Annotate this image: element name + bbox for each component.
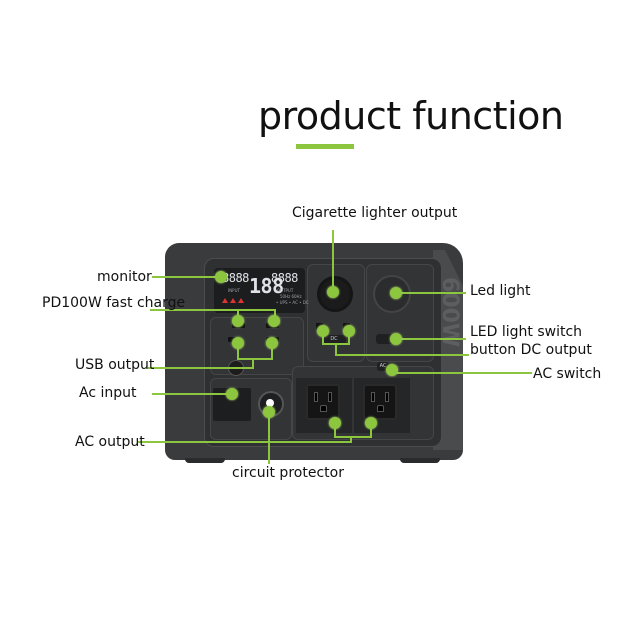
warning-icon [238, 298, 244, 303]
label-circuit-protector: circuit protector [232, 465, 344, 481]
callout-line-circuit-protector [268, 410, 270, 464]
callout-line-cigarette [332, 230, 334, 290]
callout-line-ac-output [334, 436, 372, 438]
callout-dot-ac-switch [386, 364, 398, 376]
dc-switch-button: DC [322, 335, 346, 344]
outlet-ground [320, 405, 327, 412]
led-switch-button [376, 334, 398, 344]
label-pd100w: PD100W fast charge [42, 295, 186, 311]
callout-line-ac-input [152, 393, 230, 395]
input-digits: 8888 [222, 271, 249, 285]
callout-dot-ac-input [226, 388, 238, 400]
callout-line-ac-output [350, 436, 352, 443]
callout-dot-led-switch [390, 333, 402, 345]
label-monitor: monitor [97, 269, 152, 285]
callout-line-ac-output [334, 423, 336, 437]
page-title: product function [258, 94, 564, 138]
callout-dot-pd100w [268, 315, 280, 327]
lcd-display [214, 268, 305, 313]
callout-line-usb [148, 367, 252, 369]
callout-dot-dc-output [317, 325, 329, 337]
label-ac-output: AC output [75, 434, 145, 450]
callout-line-pd100w [150, 309, 258, 311]
callout-dot-ac-output [329, 417, 341, 429]
callout-dot-monitor [215, 271, 227, 283]
outlet-ground [377, 405, 384, 412]
mode-labels: • UPS • AC • DC [276, 300, 309, 305]
ac-outlet [306, 384, 340, 420]
outlet-slot [314, 392, 318, 402]
callout-dot-dc-output [343, 325, 355, 337]
battery-percent-digits: 188 [249, 274, 284, 298]
input-label: INPUT [228, 288, 240, 293]
callout-line-dc-output [322, 330, 324, 344]
device-foot [185, 458, 225, 463]
callout-line-dc-output [335, 354, 469, 356]
usb-subpanel [210, 317, 304, 375]
title-underline [296, 144, 354, 149]
label-led-switch: LED light switch [470, 324, 583, 340]
label-ac-input: Ac input [79, 385, 137, 401]
callout-line-usb [252, 358, 254, 369]
callout-dot-led-light [390, 287, 402, 299]
callout-line-led-light [396, 292, 466, 294]
callout-line-usb [237, 342, 239, 360]
outlet-slot [371, 392, 375, 402]
callout-dot-cigarette [327, 286, 339, 298]
ac-switch-button: AC [377, 362, 389, 371]
callout-dot-pd100w [232, 315, 244, 327]
callout-line-ac-output [138, 441, 352, 443]
outlet-slot [385, 392, 389, 402]
ac-outlet [363, 384, 397, 420]
callout-line-usb [237, 358, 272, 360]
callout-line-usb [271, 342, 273, 360]
callout-dot-ac-output [365, 417, 377, 429]
warning-icon [222, 298, 228, 303]
device-foot [400, 458, 440, 463]
label-ac-switch: AC switch [533, 366, 602, 382]
callout-line-ac-output [370, 423, 372, 437]
output-digits: 8888 [271, 271, 298, 285]
label-led-light: Led light [470, 283, 531, 299]
freq-labels: 50Hz 60Hz [280, 294, 302, 299]
callout-dot-usb [232, 337, 244, 349]
callout-line-led-switch [396, 338, 466, 340]
callout-dot-usb [266, 337, 278, 349]
callout-line-pd100w [258, 309, 276, 311]
label-cigarette: Cigarette lighter output [292, 205, 458, 221]
warning-icon [230, 298, 236, 303]
label-dc-output: button DC output [470, 342, 592, 358]
callout-dot-circuit-protector [263, 406, 275, 418]
callout-line-monitor [152, 276, 222, 278]
callout-line-dc-output [348, 330, 350, 344]
outlet-slot [328, 392, 332, 402]
callout-line-dc-output [335, 343, 337, 355]
output-label: OUTPUT [277, 288, 294, 293]
callout-line-ac-switch [392, 372, 532, 374]
label-usb-output: USB output [75, 357, 155, 373]
